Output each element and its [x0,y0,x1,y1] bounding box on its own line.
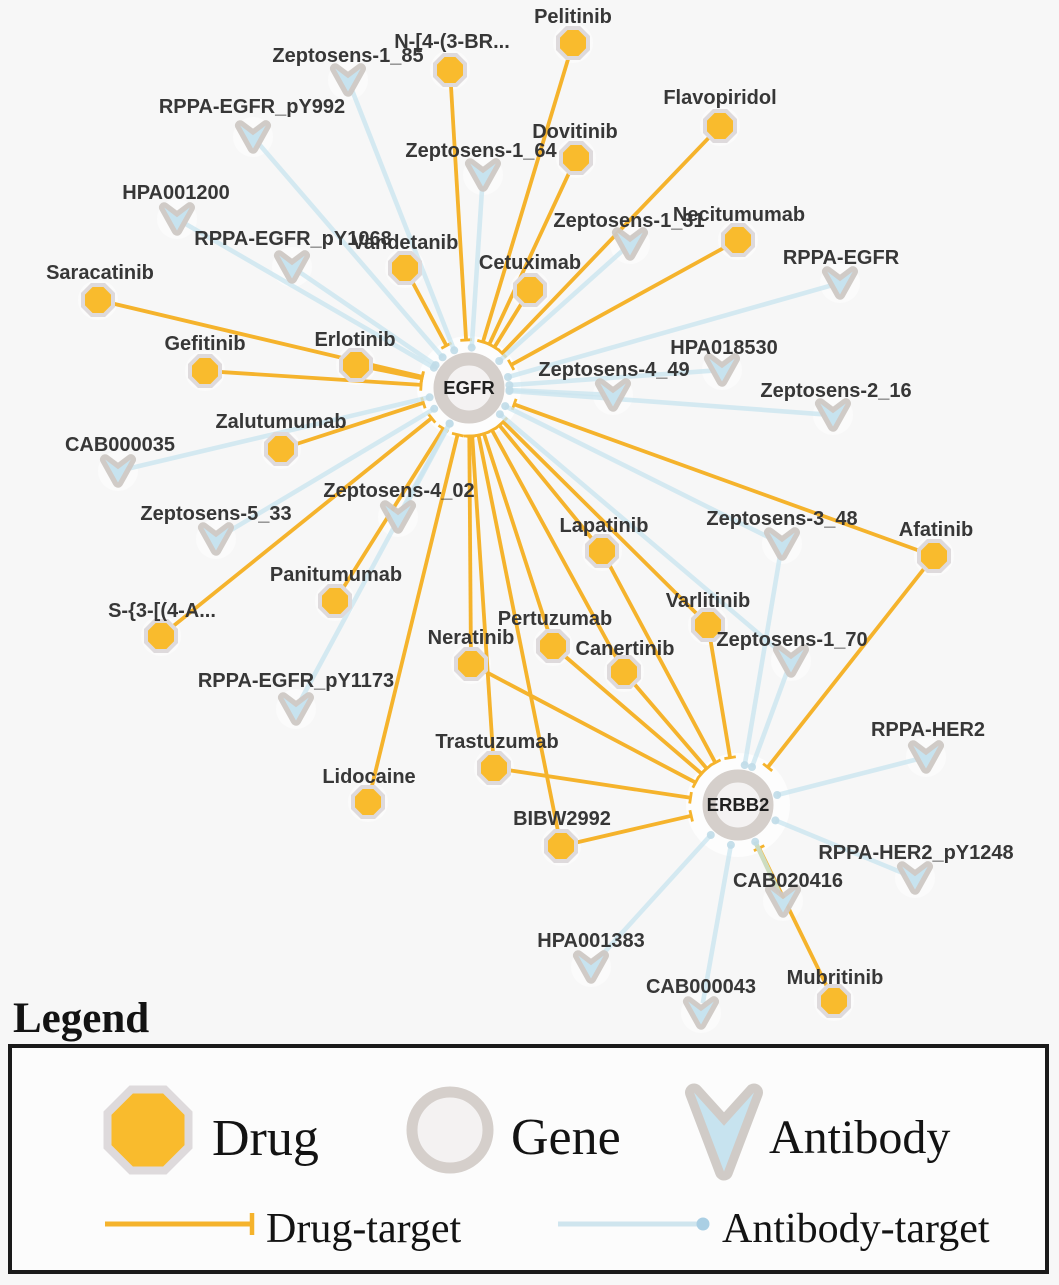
svg-text:Zalutumumab: Zalutumumab [215,411,346,433]
svg-text:Zeptosens-1_85: Zeptosens-1_85 [272,45,423,67]
svg-text:Zeptosens-2_16: Zeptosens-2_16 [760,380,911,402]
svg-text:S-{3-[(4-A...: S-{3-[(4-A... [108,600,216,622]
svg-text:Zeptosens-5_33: Zeptosens-5_33 [140,503,291,525]
svg-text:Trastuzumab: Trastuzumab [435,731,558,753]
svg-text:CAB000043: CAB000043 [646,976,756,998]
svg-text:Saracatinib: Saracatinib [46,262,154,284]
svg-text:Zeptosens-4_49: Zeptosens-4_49 [538,359,689,381]
svg-text:Antibody-target: Antibody-target [722,1206,990,1252]
svg-text:Legend: Legend [13,995,149,1042]
svg-text:RPPA-HER2: RPPA-HER2 [871,719,985,741]
svg-text:Zeptosens-4_02: Zeptosens-4_02 [323,480,474,502]
svg-text:Antibody: Antibody [769,1111,950,1164]
svg-text:RPPA-EGFR_pY992: RPPA-EGFR_pY992 [159,96,345,118]
svg-text:CAB000035: CAB000035 [65,434,175,456]
svg-text:RPPA-EGFR: RPPA-EGFR [783,247,900,269]
svg-text:Canertinib: Canertinib [576,638,675,660]
svg-text:Dovitinib: Dovitinib [532,121,618,143]
svg-text:Erlotinib: Erlotinib [314,329,395,351]
svg-text:Gene: Gene [511,1109,621,1166]
svg-text:Pertuzumab: Pertuzumab [498,608,612,630]
svg-text:HPA018530: HPA018530 [670,337,777,359]
svg-text:ERBB2: ERBB2 [707,794,770,815]
svg-text:Zeptosens-1_64: Zeptosens-1_64 [405,140,557,162]
svg-text:Flavopiridol: Flavopiridol [663,87,776,109]
svg-text:HPA001200: HPA001200 [122,182,229,204]
svg-text:N-[4-(3-BR...: N-[4-(3-BR... [394,31,510,53]
svg-text:Mubritinib: Mubritinib [787,967,884,989]
svg-text:EGFR: EGFR [443,377,494,398]
svg-text:Neratinib: Neratinib [428,627,515,649]
svg-text:Afatinib: Afatinib [899,519,973,541]
svg-text:Zeptosens-1_31: Zeptosens-1_31 [553,210,704,232]
svg-text:Panitumumab: Panitumumab [270,564,402,586]
svg-text:RPPA-EGFR_pY1173: RPPA-EGFR_pY1173 [198,670,394,692]
svg-text:BIBW2992: BIBW2992 [513,808,611,830]
svg-text:Lapatinib: Lapatinib [560,515,649,537]
svg-text:Cetuximab: Cetuximab [479,252,581,274]
svg-text:Necitumumab: Necitumumab [673,204,805,226]
svg-text:Gefitinib: Gefitinib [164,333,245,355]
svg-text:CAB020416: CAB020416 [733,870,843,892]
svg-text:Varlitinib: Varlitinib [666,590,750,612]
svg-text:RPPA-EGFR_pY1068: RPPA-EGFR_pY1068 [194,228,391,250]
svg-text:Zeptosens-1_70: Zeptosens-1_70 [716,629,867,651]
svg-text:RPPA-HER2_pY1248: RPPA-HER2_pY1248 [818,842,1013,864]
svg-text:Zeptosens-3_48: Zeptosens-3_48 [706,508,857,530]
svg-text:Lidocaine: Lidocaine [322,766,415,788]
svg-text:Pelitinib: Pelitinib [534,6,612,28]
svg-text:HPA001383: HPA001383 [537,930,644,952]
svg-text:Drug-target: Drug-target [266,1206,461,1252]
svg-text:Drug: Drug [212,1110,319,1167]
svg-text:Vandetanib: Vandetanib [352,232,459,254]
